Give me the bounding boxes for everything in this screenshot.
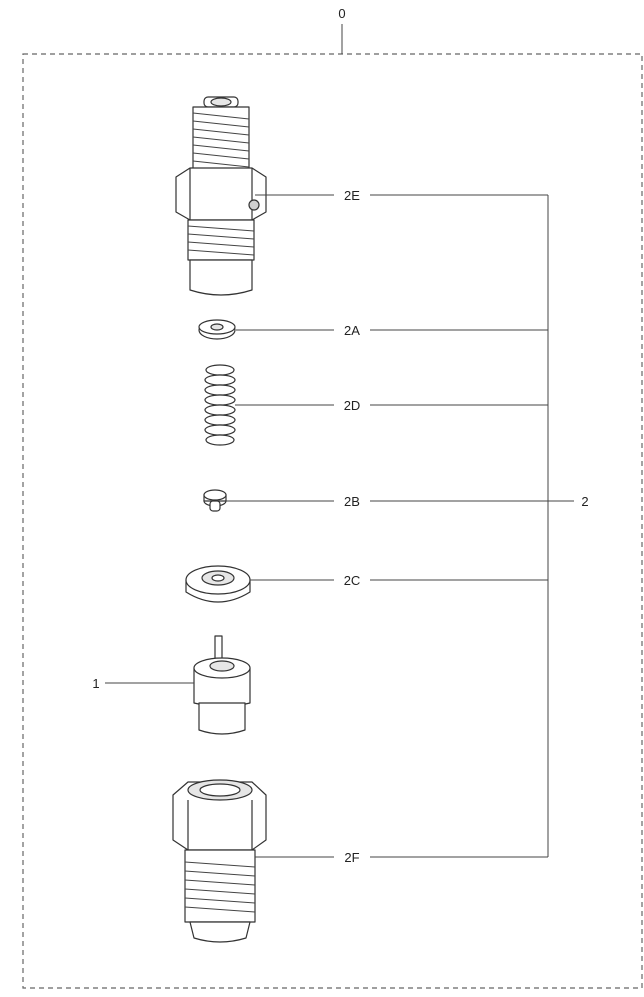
spacer-part — [185, 565, 251, 603]
callout-2e: 2E — [344, 188, 360, 203]
callout-2f: 2F — [344, 850, 359, 865]
nozzle-part — [193, 635, 251, 735]
spindle-part — [203, 489, 227, 512]
callout-assembly: 0 — [338, 6, 345, 21]
washer-part — [198, 319, 236, 340]
spring-part — [204, 364, 236, 446]
callout-1: 1 — [92, 676, 99, 691]
assembly-border — [22, 53, 643, 989]
callout-2b: 2B — [344, 494, 360, 509]
callout-2c: 2C — [344, 573, 361, 588]
holder-body-part — [175, 96, 267, 296]
callout-2a: 2A — [344, 323, 360, 338]
callout-2: 2 — [581, 494, 588, 509]
retaining-nut-part — [172, 779, 267, 943]
callout-2d: 2D — [344, 398, 361, 413]
